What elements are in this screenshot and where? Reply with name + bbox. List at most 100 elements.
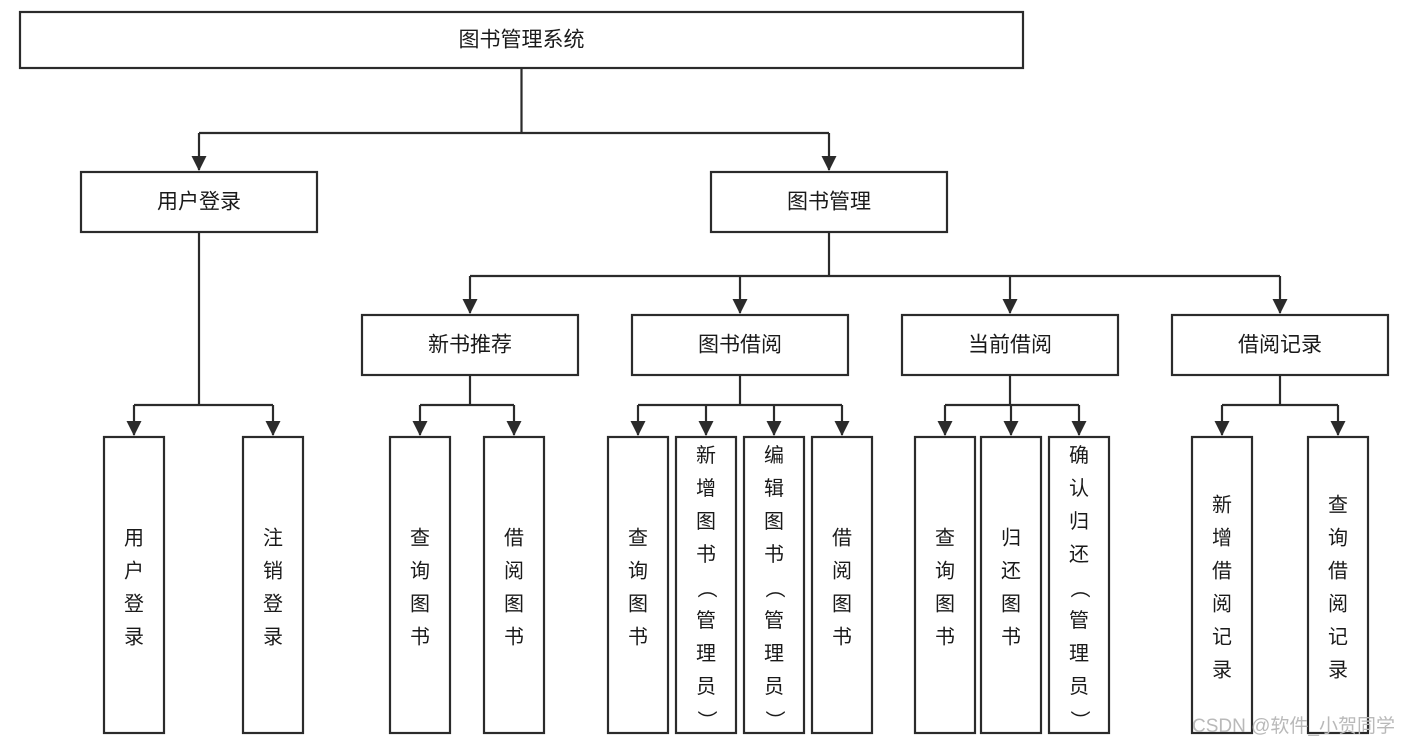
arrow-head-icon-level3-0 [462,299,478,314]
node-leaf-1[interactable] [241,435,305,735]
node-level3-0[interactable] [360,313,580,377]
node-leaf-11[interactable] [1190,435,1254,735]
svg-text:登: 登 [263,593,283,616]
arrow-head-icon-leaf-8 [937,421,953,436]
svg-text:录: 录 [1212,660,1232,682]
arrow-head-icon-leaf-3 [506,421,522,436]
node-level2-0[interactable] [79,170,319,234]
svg-text:录: 录 [1328,660,1348,682]
arrow-head-icon-leaf-5 [698,421,714,436]
svg-text:归: 归 [1069,510,1089,533]
node-label-level3-2: 当前借阅 [968,334,1052,357]
node-root-book-management-system[interactable] [18,10,1025,70]
svg-text:书: 书 [1001,626,1021,649]
node-leaf-0[interactable] [102,435,166,735]
svg-text:编: 编 [764,444,784,467]
svg-text:增: 增 [696,477,716,500]
svg-text:图: 图 [410,594,430,616]
svg-text:还: 还 [1069,543,1089,566]
csdn-watermark: CSDN @软件_小贺同学 [1192,715,1395,737]
node-leaf-12[interactable] [1306,435,1370,735]
node-label-root: 图书管理系统 [459,29,585,52]
arrow-head-icon-leaf-4 [630,421,646,436]
svg-text:书: 书 [764,543,784,566]
node-leaf-4[interactable] [606,435,670,735]
node-leaf-5[interactable] [674,435,738,735]
node-box-layer [18,10,1390,735]
svg-text:）: ） [695,710,718,730]
svg-text:借: 借 [504,527,524,550]
svg-text:图: 图 [935,594,955,616]
svg-text:还: 还 [1001,560,1021,583]
arrow-head-icon-level2-1 [821,156,837,171]
svg-text:（: （ [1068,578,1091,598]
arrow-head-icon-level3-2 [1002,299,1018,314]
svg-text:管: 管 [764,609,784,632]
svg-text:管: 管 [696,609,716,632]
node-label-level3-0: 新书推荐 [428,334,512,357]
svg-text:书: 书 [410,626,430,649]
node-level3-1[interactable] [630,313,850,377]
svg-text:图: 图 [832,594,852,616]
svg-text:理: 理 [1069,643,1089,665]
svg-text:）: ） [1068,710,1091,730]
svg-text:书: 书 [628,626,648,649]
node-leaf-3[interactable] [482,435,546,735]
node-leaf-7[interactable] [810,435,874,735]
svg-text:员: 员 [1069,676,1089,698]
svg-text:（: （ [763,578,786,598]
svg-text:借: 借 [832,527,852,550]
svg-text:登: 登 [124,593,144,616]
arrow-head-icon-leaf-12 [1330,421,1346,436]
node-label-level2-0: 用户登录 [157,191,241,214]
svg-text:图: 图 [764,511,784,533]
svg-text:查: 查 [410,527,430,550]
connector-layer [126,68,1346,436]
node-label-level3-3: 借阅记录 [1238,334,1322,357]
svg-text:户: 户 [124,560,144,583]
svg-text:询: 询 [935,560,955,583]
node-level3-3[interactable] [1170,313,1390,377]
svg-text:确: 确 [1069,444,1089,467]
svg-text:注: 注 [263,527,283,550]
svg-text:阅: 阅 [504,560,524,583]
arrow-head-icon-level3-3 [1272,299,1288,314]
svg-text:辑: 辑 [764,477,784,500]
arrow-head-icon-leaf-2 [412,421,428,436]
node-leaf-2[interactable] [388,435,452,735]
svg-text:记: 记 [1212,626,1232,649]
node-level2-1[interactable] [709,170,949,234]
node-leaf-6[interactable] [742,435,806,735]
svg-text:理: 理 [764,643,784,665]
svg-text:图: 图 [696,511,716,533]
node-leaf-9[interactable] [979,435,1043,735]
svg-text:员: 员 [696,676,716,698]
node-level3-2[interactable] [900,313,1120,377]
node-leaf-10[interactable] [1047,435,1111,735]
arrow-head-icon-leaf-9 [1003,421,1019,436]
arrow-head-icon-leaf-6 [766,421,782,436]
arrow-head-icon-level3-1 [732,299,748,314]
node-label-leaf-0: 用户登录 [124,528,144,649]
svg-text:书: 书 [935,626,955,649]
svg-text:用: 用 [124,528,144,550]
svg-text:借: 借 [1328,560,1348,583]
svg-text:理: 理 [696,643,716,665]
svg-text:阅: 阅 [832,560,852,583]
svg-text:新: 新 [1212,494,1232,517]
arrow-head-icon-leaf-10 [1071,421,1087,436]
node-leaf-8[interactable] [913,435,977,735]
svg-text:询: 询 [1328,527,1348,550]
svg-text:（: （ [695,578,718,598]
svg-text:书: 书 [832,626,852,649]
